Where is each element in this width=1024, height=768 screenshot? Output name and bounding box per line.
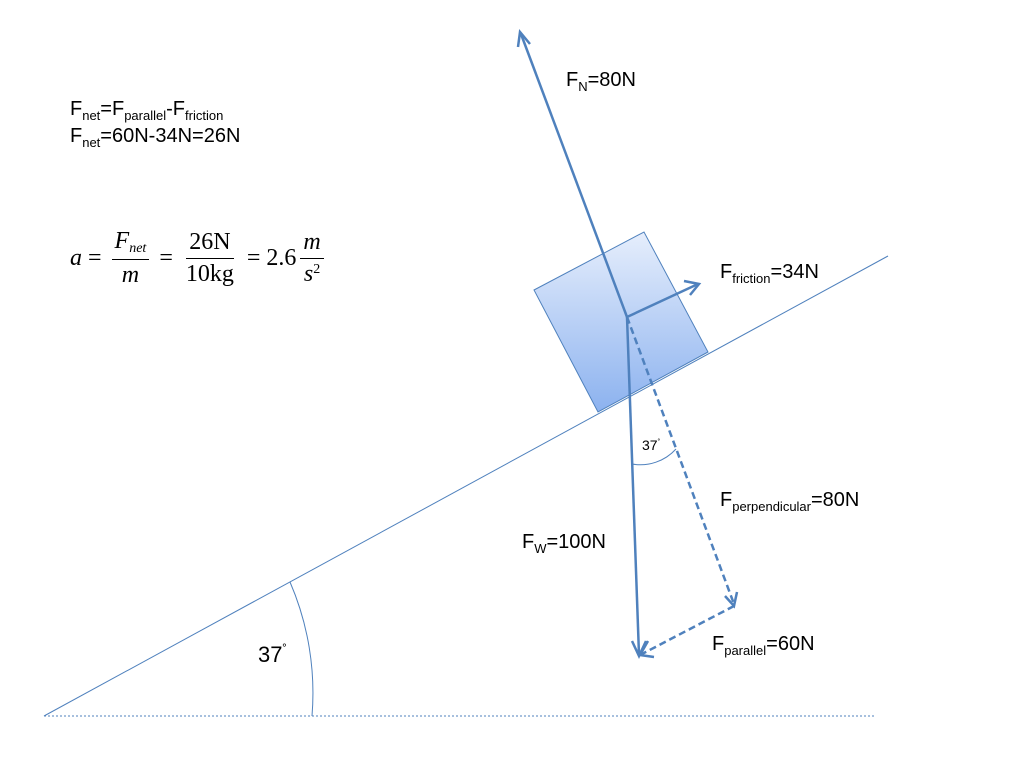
parallel-force-label: Fparallel=60N: [712, 633, 815, 658]
perpendicular-component-line: [625, 316, 736, 605]
friction-force-arrow: [626, 282, 699, 319]
weight-angle-label: 37˚: [642, 437, 661, 454]
incline-line: [43, 255, 889, 717]
fraction-fnet-over-m: Fnet m: [111, 228, 150, 289]
friction-force-label: Ffriction=34N: [720, 261, 819, 286]
normal-arrowhead: [516, 29, 531, 48]
block: [533, 231, 709, 413]
incline-angle-arc: [289, 581, 314, 717]
perpendicular-force-label: Fperpendicular=80N: [720, 489, 860, 514]
weight-arrowhead: [630, 640, 648, 659]
acceleration-formula: a = Fnet m = 26N 10kg = 2.6 m s2: [70, 228, 328, 289]
fraction-m-over-s2: m s2: [300, 229, 324, 288]
weight-force-label: FW=100N: [522, 531, 606, 556]
weight-force-arrow: [625, 316, 641, 656]
incline-angle-label: 37˚: [258, 642, 287, 667]
normal-force-arrow: [519, 33, 629, 318]
friction-arrowhead: [683, 279, 702, 296]
weight-angle-arc: [631, 448, 677, 466]
net-force-value-equation: Fnet=60N-34N=26N: [70, 125, 241, 150]
net-force-equation: Fnet=Fparallel-Ffriction: [70, 98, 224, 123]
normal-force-label: FN=80N: [566, 69, 636, 94]
fraction-26n-over-10kg: 26N 10kg: [185, 229, 234, 287]
parallel-component-line: [641, 604, 735, 656]
